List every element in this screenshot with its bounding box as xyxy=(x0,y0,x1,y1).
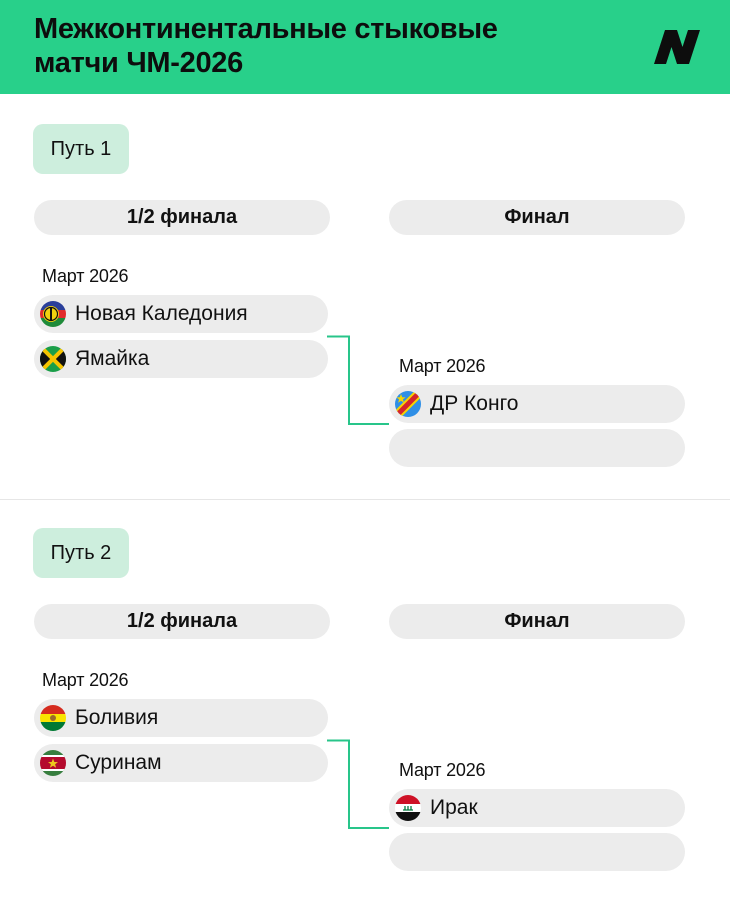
dr-congo-flag-icon xyxy=(395,391,421,417)
path-2-team-suriname: Суринам xyxy=(34,744,328,782)
page-title: Межконтинентальные стыковые матчи ЧМ-202… xyxy=(34,12,594,80)
page-title-line-2: матчи ЧМ-2026 xyxy=(34,47,243,79)
path-1-team-dr-congo: ДР Конго xyxy=(389,385,685,423)
path-2-semifinal-date: Март 2026 xyxy=(42,670,129,690)
new-caledonia-flag-icon xyxy=(40,301,66,327)
path-1-final-empty-slot xyxy=(389,429,685,467)
path-1-team-new-caledonia: Новая Каледония xyxy=(34,295,328,333)
suriname-flag-icon xyxy=(40,750,66,776)
brand-logo-icon xyxy=(654,30,700,64)
path-1-final-date: Март 2026 xyxy=(399,356,486,376)
path-1-semifinal-date: Март 2026 xyxy=(42,266,129,286)
path-2-badge: Путь 2 xyxy=(33,528,129,578)
path-1-semifinal-header: 1/2 финала xyxy=(34,200,330,235)
path-1-team-jamaica: Ямайка xyxy=(34,340,328,378)
team-name: Новая Каледония xyxy=(75,302,248,325)
team-name: Ямайка xyxy=(75,347,150,370)
path-2-final-header: Финал xyxy=(389,604,685,639)
path-2-final-empty-slot xyxy=(389,833,685,871)
page-title-line-1: Межконтинентальные стыковые xyxy=(34,13,498,45)
path-2-semifinal-header: 1/2 финала xyxy=(34,604,330,639)
section-divider xyxy=(0,499,730,500)
path-1-final-header: Финал xyxy=(389,200,685,235)
path-1-badge: Путь 1 xyxy=(33,124,129,174)
team-name: Суринам xyxy=(75,751,162,774)
path-1-bracket-connector xyxy=(327,335,389,425)
iraq-flag-icon xyxy=(395,795,421,821)
path-2-team-bolivia: Боливия xyxy=(34,699,328,737)
team-name: Боливия xyxy=(75,706,159,729)
team-name: ДР Конго xyxy=(430,392,519,415)
path-2-team-iraq: Ирак xyxy=(389,789,685,827)
path-2-bracket-connector xyxy=(327,739,389,829)
header-banner: Межконтинентальные стыковые матчи ЧМ-202… xyxy=(0,0,730,94)
bolivia-flag-icon xyxy=(40,705,66,731)
jamaica-flag-icon xyxy=(40,346,66,372)
path-2-final-date: Март 2026 xyxy=(399,760,486,780)
team-name: Ирак xyxy=(430,796,478,819)
